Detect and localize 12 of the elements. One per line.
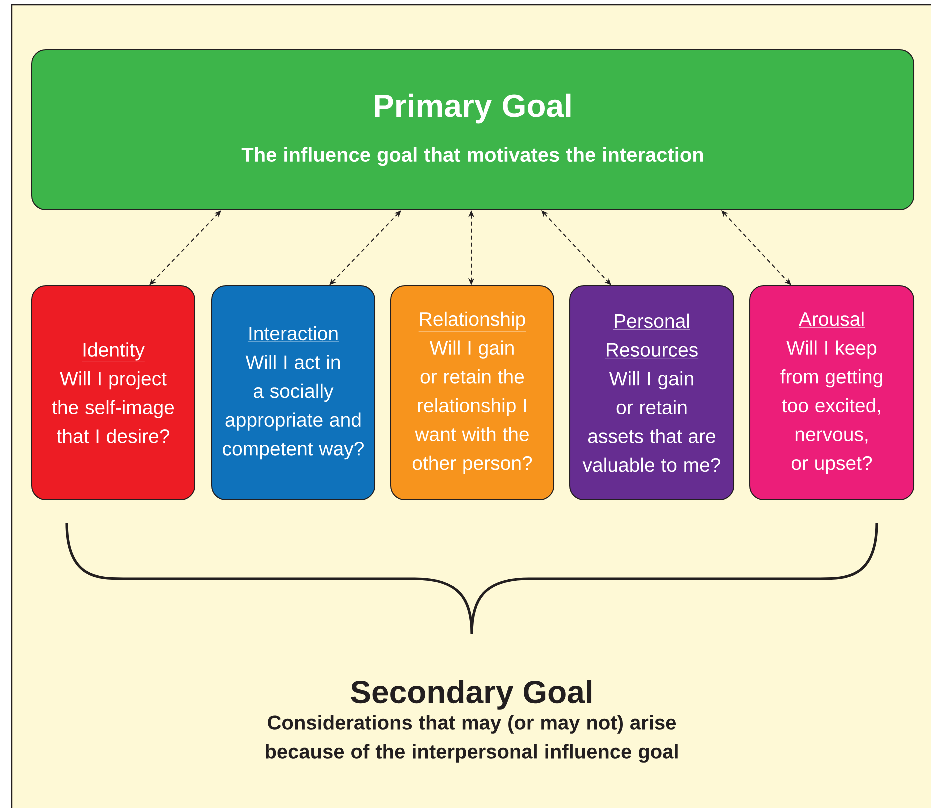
arrow xyxy=(330,210,402,286)
arrow xyxy=(542,210,612,286)
goal-box: Relationship Will I gain or retain the relationship I want with the other person? xyxy=(390,286,554,500)
goal-box: Arousal Will I keep from getting too excited, nervous, or upset? xyxy=(750,286,915,500)
goal-box: Interaction Will I act in a socially appropriate and competent way? xyxy=(212,286,376,500)
goal-box: Identity Will I project the self-image that I desire? xyxy=(32,286,196,500)
arrow xyxy=(722,210,792,286)
description: Considerations that may (or may not) arise because of the interpersonal influence goal xyxy=(266,715,678,763)
goal-box: Personal Resources Will I gain or retain assets that are valuable to me? xyxy=(570,286,734,500)
heading: Secondary Goal xyxy=(351,680,592,710)
arrow xyxy=(150,210,222,286)
goal-box: Primary Goal The influence goal that motivates the interaction xyxy=(32,50,915,210)
